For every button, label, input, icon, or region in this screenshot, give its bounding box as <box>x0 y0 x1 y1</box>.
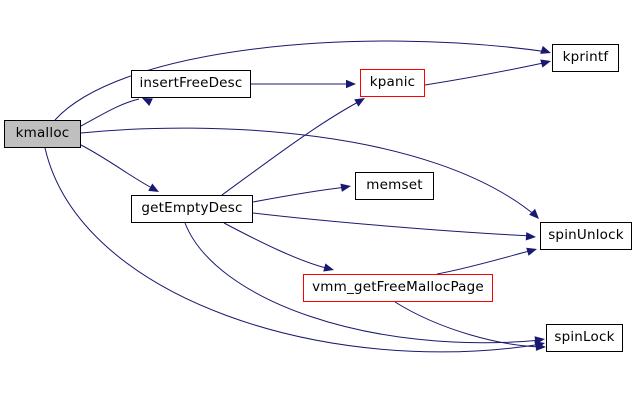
graph-node-spinUnlock[interactable]: spinUnlock <box>540 222 632 250</box>
graph-edge <box>184 222 543 344</box>
graph-edge <box>394 301 543 348</box>
graph-edge <box>221 99 363 196</box>
graph-edge <box>424 61 549 86</box>
graph-edge-arrowhead <box>540 45 551 54</box>
graph-node-label: kmalloc <box>15 125 70 142</box>
graph-edge-arrowhead <box>346 79 356 89</box>
graph-edge <box>80 98 140 127</box>
graph-edge-arrowhead <box>526 247 537 256</box>
graph-node-label: getEmptyDesc <box>141 200 243 217</box>
graph-edge-arrowhead <box>142 98 153 107</box>
graph-node-kmalloc[interactable]: kmalloc <box>4 120 81 148</box>
graph-node-kprintf[interactable]: kprintf <box>552 44 619 72</box>
graph-edge-arrowhead <box>540 59 551 68</box>
graph-edge <box>54 40 549 121</box>
graph-edge <box>252 186 348 203</box>
graph-edge <box>80 144 157 191</box>
graph-edge-arrowhead <box>354 98 365 107</box>
graph-edge <box>223 222 331 270</box>
graph-node-memset[interactable]: memset <box>355 172 434 200</box>
graph-edge-arrowhead <box>535 342 546 351</box>
graph-edge <box>252 212 533 237</box>
graph-node-getEmptyDesc[interactable]: getEmptyDesc <box>131 195 253 223</box>
graph-node-label: memset <box>366 177 423 194</box>
graph-node-insertFreeDesc[interactable]: insertFreeDesc <box>131 70 251 98</box>
graph-node-label: vmm_getFreeMallocPage <box>312 279 484 296</box>
graph-edge-arrowhead <box>148 183 159 192</box>
graph-edge <box>80 127 537 217</box>
graph-node-label: kprintf <box>562 49 609 66</box>
graph-edge-arrowhead <box>534 336 545 345</box>
graph-edge <box>436 249 534 275</box>
graph-node-label: kpanic <box>369 74 416 91</box>
graph-edge-arrowhead <box>340 183 351 192</box>
graph-node-label: insertFreeDesc <box>139 75 243 92</box>
graph-node-label: spinLock <box>554 329 615 346</box>
graph-node-spinLock[interactable]: spinLock <box>546 324 623 352</box>
graph-edge-arrowhead <box>529 208 539 219</box>
graph-node-label: spinUnlock <box>548 227 624 244</box>
graph-edge <box>44 147 543 353</box>
graph-edge-arrowhead <box>525 232 536 241</box>
graph-node-vmm_getFreeMallocPage[interactable]: vmm_getFreeMallocPage <box>303 274 493 302</box>
graph-edge-arrowhead <box>323 263 334 272</box>
graph-node-kpanic[interactable]: kpanic <box>360 69 425 97</box>
